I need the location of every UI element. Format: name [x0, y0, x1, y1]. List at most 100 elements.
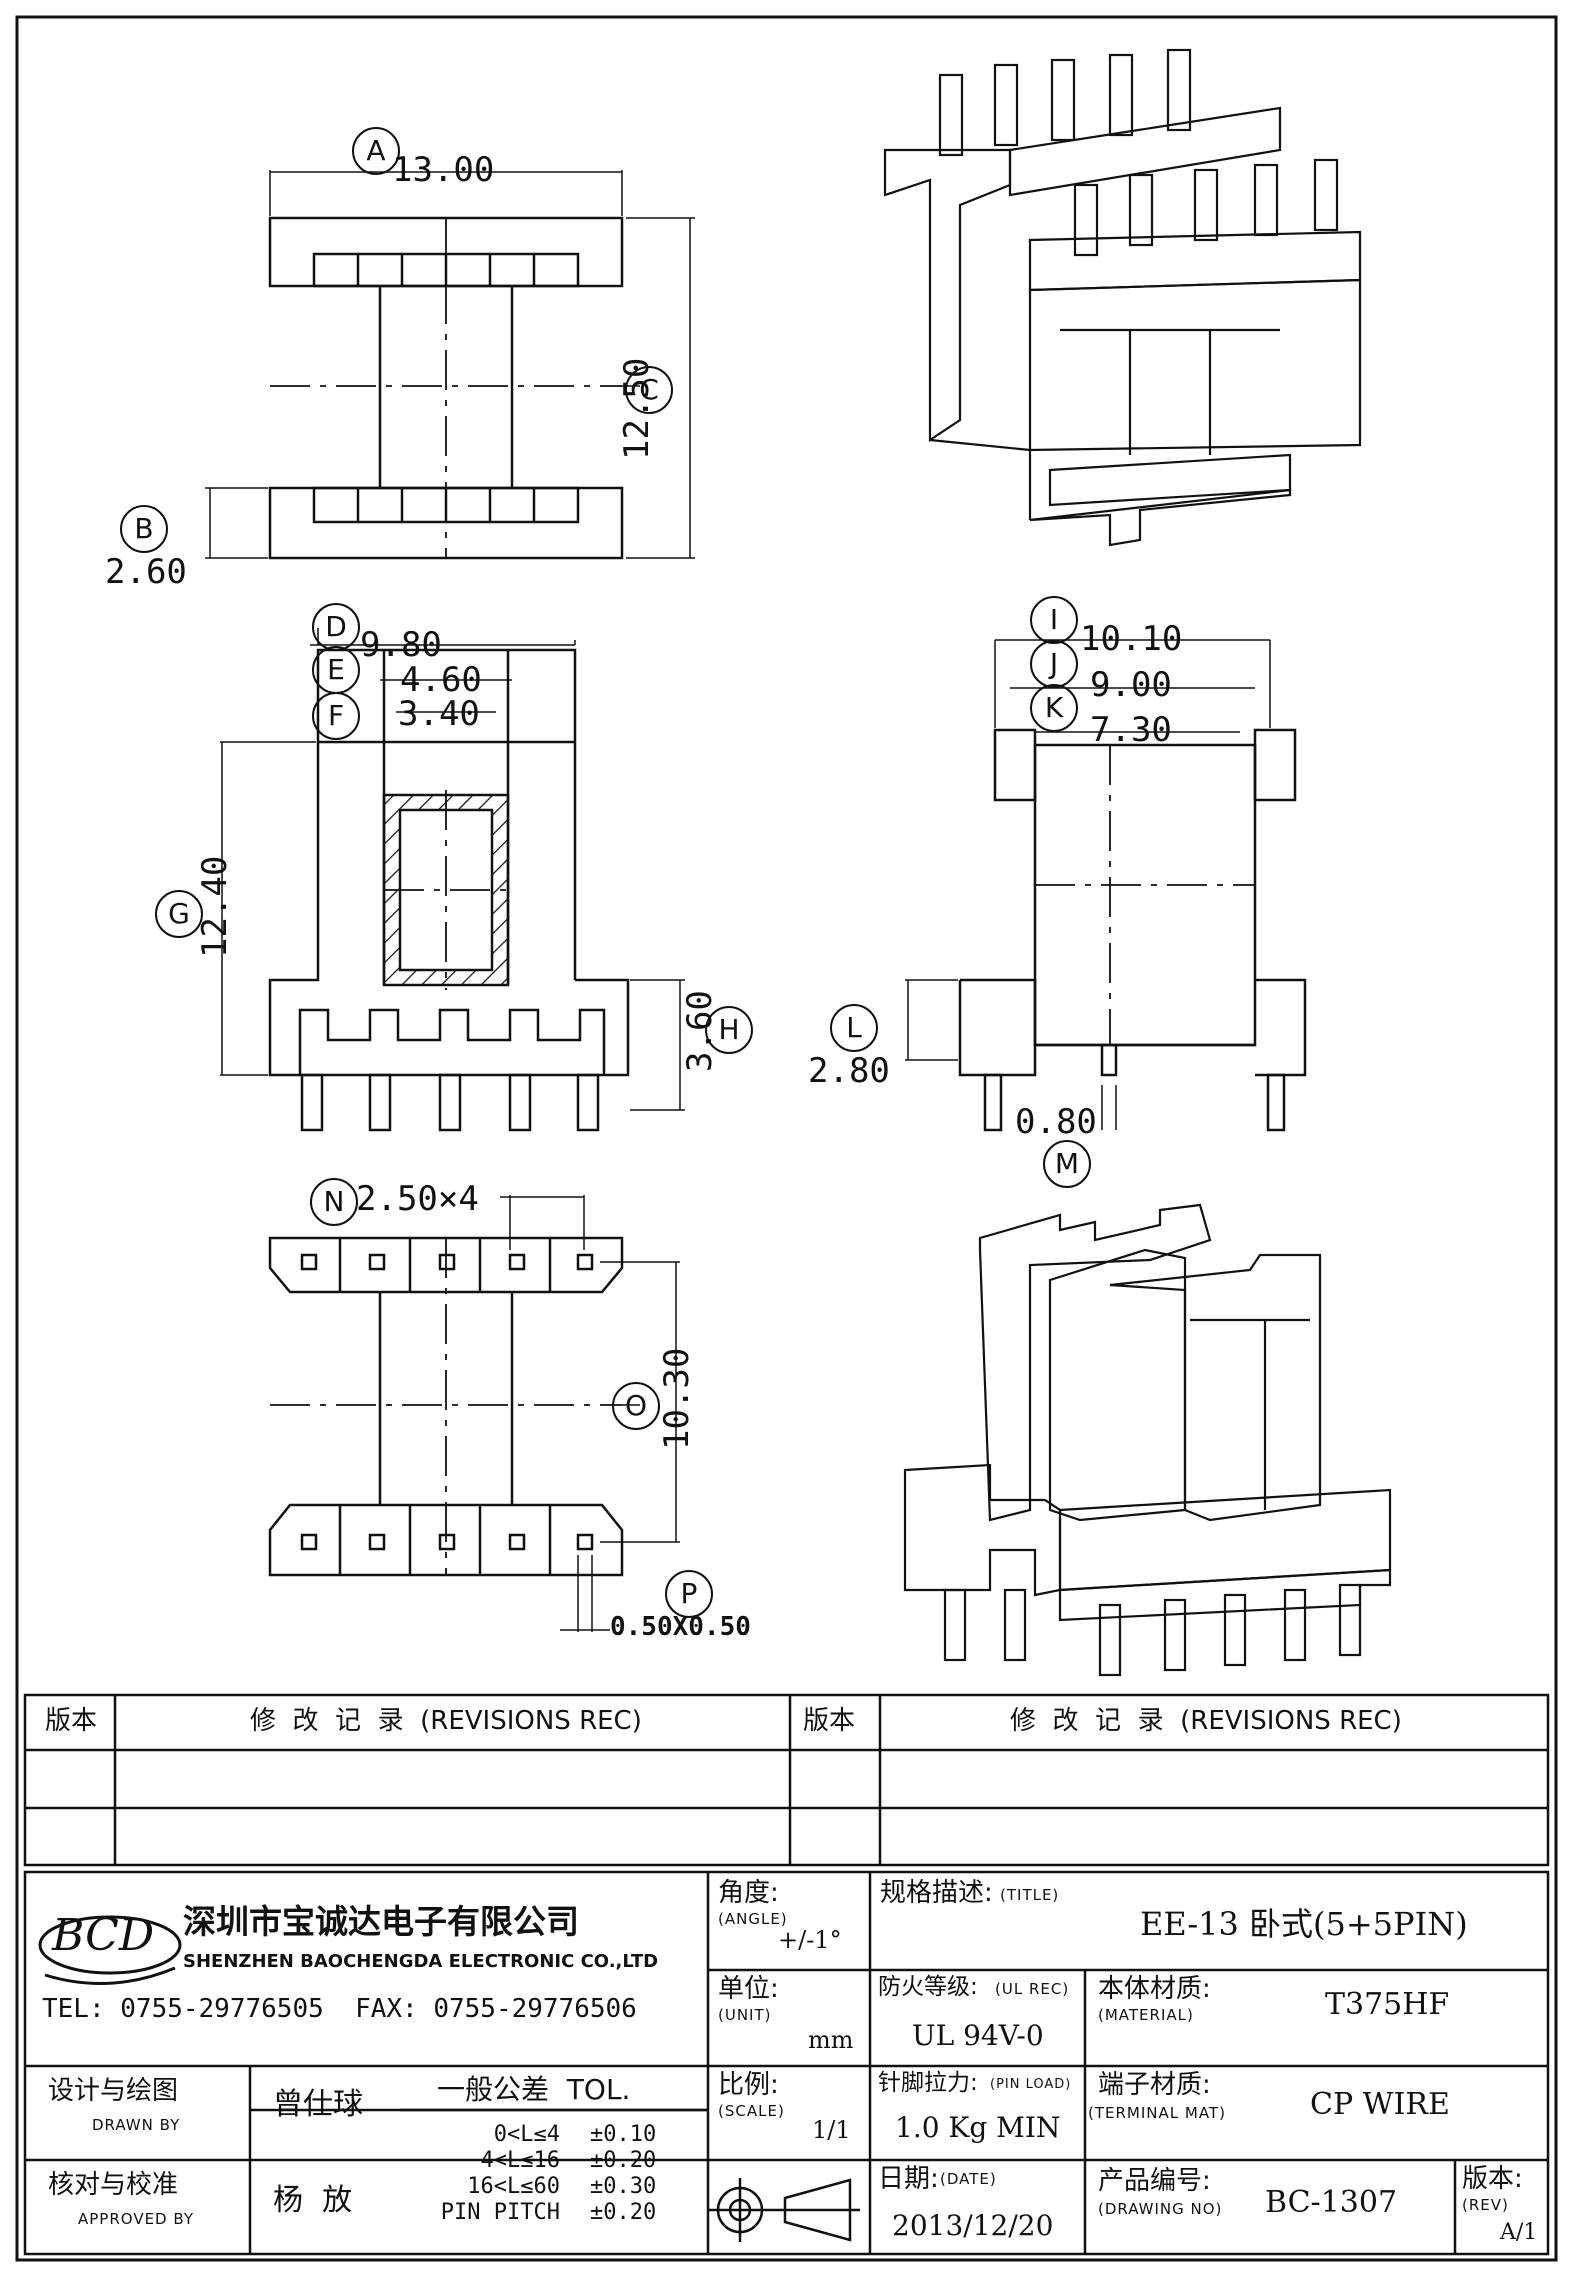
balloon-i: I [1030, 596, 1078, 644]
terminal-label-en: (TERMINAL MAT) [1088, 2104, 1226, 2122]
balloon-j: J [1030, 640, 1078, 688]
drawing-no-value: BC-1307 [1265, 2185, 1398, 2220]
bottom-view [268, 1195, 680, 1632]
drawing-no-label: 产品编号: [1098, 2166, 1211, 2196]
ul-value: UL 94V-0 [912, 2019, 1044, 2052]
tol-range: PIN PITCH [440, 2200, 560, 2225]
dim-o: 10.30 [657, 1347, 697, 1450]
dim-k: 7.30 [1090, 710, 1172, 750]
title-label: 规格描述: [880, 1878, 993, 1908]
isometric-view-2 [903, 1203, 1392, 1677]
top-view [205, 170, 695, 560]
pinload-label-en: (PIN LOAD) [990, 2077, 1072, 2092]
tol-label: 一般公差 TOL. [437, 2073, 631, 2106]
rev-col-version-2: 版本 [803, 1706, 856, 1736]
terminal-value: CP WIRE [1310, 2087, 1450, 2122]
tol-range: 4<L≤16 [480, 2148, 560, 2173]
rev-label-en: (REV) [1462, 2196, 1509, 2214]
tol-value: ±0.20 [590, 2148, 657, 2173]
rev-col-record-1: 修 改 记 录 (REVISIONS REC) [250, 1706, 642, 1736]
title-value: EE-13 卧式(5+5PIN) [1140, 1905, 1468, 1943]
unit-label-en: (UNIT) [718, 2006, 772, 2024]
balloon-g: G [155, 890, 203, 938]
logo-text: BCD [52, 1910, 155, 1961]
dim-i: 10.10 [1080, 619, 1183, 659]
balloon-c: C [625, 366, 673, 414]
drawn-label-en: DRAWN BY [92, 2116, 181, 2134]
balloon-b: B [120, 505, 168, 553]
company-name-cn: 深圳市宝诚达电子有限公司 [183, 1902, 579, 1941]
dim-m: 0.80 [1015, 1102, 1097, 1142]
side-view [905, 639, 1307, 1132]
rev-value: A/1 [1500, 2220, 1538, 2245]
balloon-o: O [612, 1382, 660, 1430]
ul-label: 防火等级: [878, 1974, 978, 2000]
tol-value: ±0.20 [590, 2200, 657, 2225]
balloon-k: K [1030, 684, 1078, 732]
dim-e: 4.60 [400, 660, 482, 700]
unit-label: 单位: [718, 1974, 779, 2004]
dim-j: 9.00 [1090, 665, 1172, 705]
tol-range: 0<L≤4 [493, 2122, 560, 2147]
date-label: 日期: [878, 2164, 939, 2194]
angle-label-en: (ANGLE) [718, 1910, 788, 1928]
tol-row: PIN PITCH ±0.20 [400, 2200, 700, 2226]
dim-c: 12.50 [617, 357, 657, 460]
terminal-label: 端子材质: [1098, 2070, 1211, 2100]
balloon-n: N [310, 1178, 358, 1226]
balloon-d: D [312, 603, 360, 651]
dim-f: 3.40 [398, 694, 480, 734]
company-name-en: SHENZHEN BAOCHENGDA ELECTRONIC CO.,LTD [183, 1951, 659, 1972]
angle-label: 角度: [718, 1878, 779, 1908]
balloon-m: M [1043, 1140, 1091, 1188]
dim-g: 12.40 [195, 855, 235, 958]
dim-l: 2.80 [808, 1051, 890, 1091]
tol-row: 16<L≤60 ±0.30 [400, 2174, 700, 2200]
ul-label-en: (UL REC) [995, 1980, 1070, 1998]
balloon-p: P [665, 1570, 713, 1618]
projection-symbol [708, 2178, 860, 2242]
rev-col-record-2: 修 改 记 录 (REVISIONS REC) [1010, 1706, 1402, 1736]
rev-label: 版本: [1462, 2164, 1523, 2194]
drawing-no-label-en: (DRAWING NO) [1098, 2200, 1223, 2218]
material-label: 本体材质: [1098, 1974, 1211, 2004]
dim-h: 3.60 [680, 990, 720, 1072]
unit-value: mm [808, 2026, 854, 2054]
material-value: T375HF [1325, 1987, 1450, 2022]
tol-value: ±0.30 [590, 2174, 657, 2199]
drawn-label: 设计与绘图 [48, 2076, 179, 2106]
front-view [220, 628, 685, 1132]
revision-table [23, 1693, 1550, 1867]
tol-range: 16<L≤60 [467, 2174, 560, 2199]
dim-n: 2.50×4 [356, 1179, 479, 1219]
tol-row: 4<L≤16 ±0.20 [400, 2148, 700, 2174]
dim-p: 0.50X0.50 [610, 1612, 751, 1642]
balloon-l: L [830, 1004, 878, 1052]
balloon-f: F [312, 692, 360, 740]
scale-label: 比例: [718, 2070, 779, 2100]
pinload-value: 1.0 Kg MIN [895, 2111, 1061, 2144]
scale-value: 1/1 [812, 2116, 851, 2144]
date-label-en: (DATE) [940, 2170, 997, 2188]
balloon-h: H [705, 1006, 753, 1054]
title-block [23, 1870, 1550, 2256]
company-logo [38, 1915, 182, 1986]
title-label-en: (TITLE) [1000, 1886, 1060, 1904]
dim-b: 2.60 [105, 552, 187, 592]
date-value: 2013/12/20 [892, 2209, 1054, 2242]
approved-value: 杨 放 [273, 2183, 353, 2218]
scale-label-en: (SCALE) [718, 2102, 785, 2120]
company-contact: TEL: 0755-29776505 FAX: 0755-29776506 [42, 1994, 637, 2024]
dim-a: 13.00 [392, 150, 495, 190]
angle-value: +/-1° [778, 1926, 842, 1954]
approved-label: 核对与校准 [48, 2170, 179, 2200]
tol-value: ±0.10 [590, 2122, 657, 2147]
balloon-e: E [312, 646, 360, 694]
tol-row: 0<L≤4 ±0.10 [400, 2122, 700, 2148]
drawn-value: 曾仕球 [273, 2087, 363, 2122]
tol-table: 0<L≤4 ±0.10 4<L≤16 ±0.20 16<L≤60 ±0.30 PIN … [400, 2122, 700, 2226]
material-label-en: (MATERIAL) [1098, 2006, 1194, 2024]
dim-d: 9.80 [360, 625, 442, 665]
approved-label-en: APPROVED BY [78, 2210, 195, 2228]
